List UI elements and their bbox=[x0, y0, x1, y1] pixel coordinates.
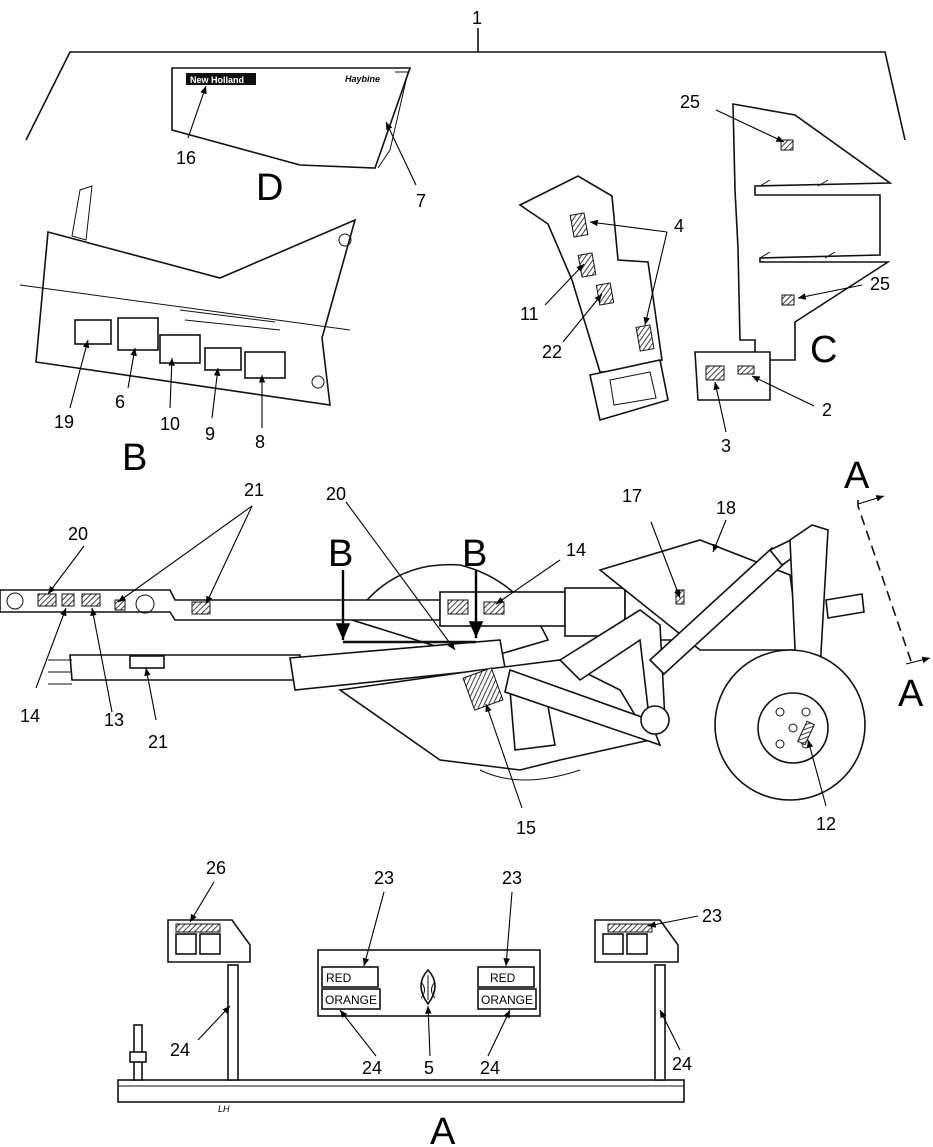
callout-7: 7 bbox=[416, 191, 426, 211]
callout-13: 13 bbox=[104, 710, 124, 730]
callout-24-far-right: 24 bbox=[672, 1054, 692, 1074]
callout-6: 6 bbox=[115, 392, 125, 412]
model-decal-text: Haybine bbox=[345, 74, 380, 84]
decal-orange-left: ORANGE bbox=[325, 993, 377, 1007]
callout-23-right: 23 bbox=[702, 906, 722, 926]
callout-11: 11 bbox=[520, 304, 539, 324]
callout-15: 15 bbox=[516, 818, 536, 838]
decal-red-left: RED bbox=[326, 971, 352, 985]
view-letter-a-bottom: A bbox=[430, 1111, 456, 1147]
panel-a-rear-view bbox=[117, 919, 685, 1103]
top-bracket bbox=[25, 28, 906, 141]
brand-decal bbox=[186, 73, 256, 85]
callout-18: 18 bbox=[716, 498, 736, 518]
decal-orange-right: ORANGE bbox=[481, 993, 533, 1007]
callout-25-bottom: 25 bbox=[870, 274, 890, 294]
callout-25-top: 25 bbox=[680, 92, 700, 112]
panel-c-shield bbox=[694, 103, 893, 401]
view-letter-c: C bbox=[810, 329, 837, 371]
callout-22: 22 bbox=[542, 342, 562, 362]
section-letter-a-top: A bbox=[844, 455, 870, 497]
callout-21-top: 21 bbox=[244, 480, 264, 500]
callout-24-center-right: 24 bbox=[480, 1058, 500, 1078]
callout-23-center: 23 bbox=[502, 868, 522, 888]
callout-19: 19 bbox=[54, 412, 74, 432]
callout-2: 2 bbox=[822, 400, 832, 420]
main-machine-side-view bbox=[0, 524, 866, 801]
panel-b-shield bbox=[19, 185, 357, 406]
brand-decal-text: New Holland bbox=[190, 75, 244, 85]
callout-16: 16 bbox=[176, 148, 196, 168]
callout-9: 9 bbox=[205, 424, 215, 444]
callout-12: 12 bbox=[816, 814, 836, 834]
callout-10: 10 bbox=[160, 414, 180, 434]
callout-14-left: 14 bbox=[20, 706, 40, 726]
panel-shield-arm bbox=[518, 175, 669, 422]
callout-17: 17 bbox=[622, 486, 642, 506]
section-a-line bbox=[857, 495, 931, 665]
callout-1: 1 bbox=[472, 8, 482, 28]
section-letter-b-1: B bbox=[328, 533, 353, 575]
panel-d-hood: New Holland Haybine bbox=[171, 67, 412, 169]
side-mark-lh: LH bbox=[218, 1104, 230, 1114]
view-letter-b-panel: B bbox=[122, 437, 147, 479]
callout-20-center: 20 bbox=[326, 484, 346, 504]
callout-24-far-left: 24 bbox=[170, 1040, 190, 1060]
callout-14-right: 14 bbox=[566, 540, 586, 560]
callout-5: 5 bbox=[424, 1058, 434, 1078]
callout-24-center-left: 24 bbox=[362, 1058, 382, 1078]
callout-21-bottom: 21 bbox=[148, 732, 168, 752]
callout-23-left: 23 bbox=[374, 868, 394, 888]
view-letter-d: D bbox=[256, 167, 283, 209]
callout-26: 26 bbox=[206, 858, 226, 878]
callout-8: 8 bbox=[255, 432, 265, 452]
callout-3: 3 bbox=[721, 436, 731, 456]
section-letter-b-2: B bbox=[462, 533, 487, 575]
callout-4: 4 bbox=[674, 216, 684, 236]
section-letter-a-right: A bbox=[898, 673, 924, 715]
callout-20-left: 20 bbox=[68, 524, 88, 544]
decal-red-right: RED bbox=[490, 971, 516, 985]
